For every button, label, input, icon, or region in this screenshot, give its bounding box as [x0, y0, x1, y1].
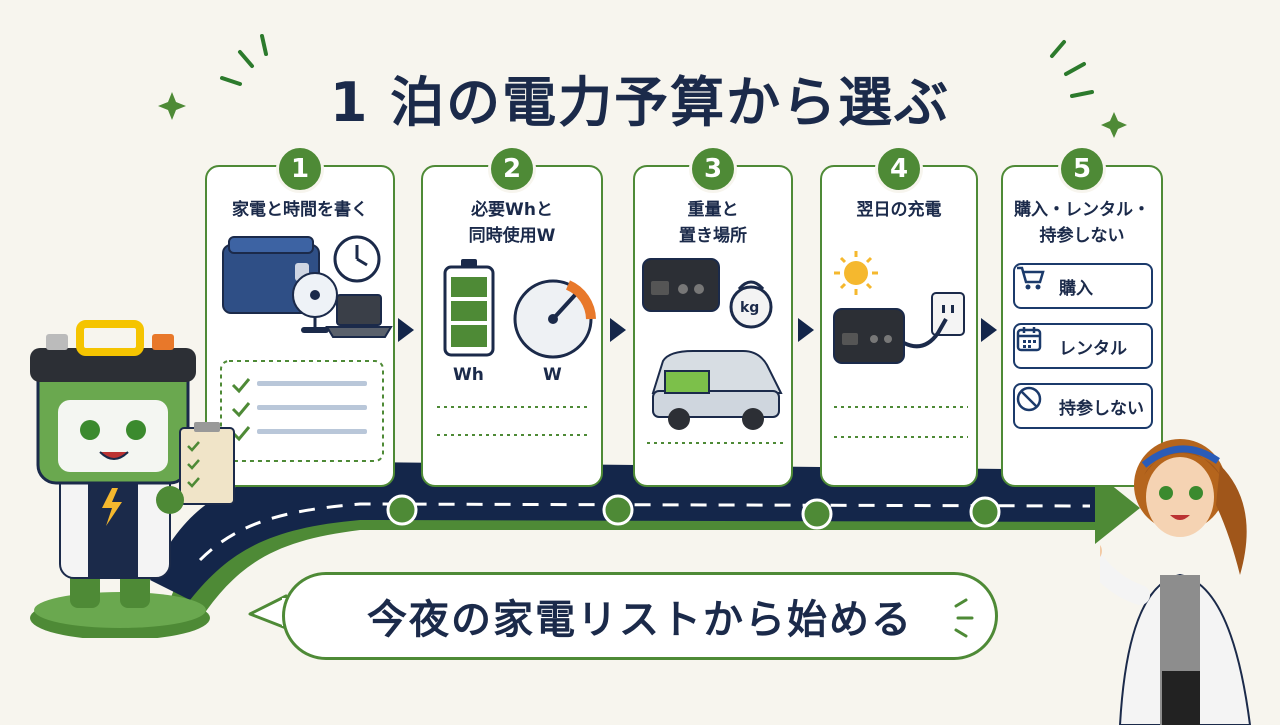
step-label: 家電と時間を書く: [232, 200, 368, 220]
callout-bubble: 今夜の家電リストから始める: [282, 572, 998, 660]
no-sign-icon: [1015, 385, 1059, 427]
option-not-bring: 持参しない: [1013, 383, 1153, 429]
step-1-illustration: [220, 235, 393, 462]
power-cable: [903, 318, 948, 349]
power-station-icon: [642, 258, 720, 312]
sun-icon: [834, 251, 878, 295]
wh-unit-label: Wh: [453, 365, 484, 385]
page-title: 1 泊の電力予算から選ぶ: [329, 71, 951, 134]
bubble-burst-lines: [954, 598, 974, 638]
power-station-icon: [833, 308, 905, 364]
w-unit-label: W: [543, 365, 562, 385]
step-label: 必要Whと 同時使用W: [468, 200, 556, 246]
option-purchase: 購入: [1013, 263, 1153, 309]
step-number-badge: 4: [875, 145, 923, 193]
scientist-character-illustration: [1100, 439, 1252, 725]
step-number-badge: 1: [276, 145, 324, 193]
option-label: 持参しない: [1059, 398, 1144, 419]
sparkles: [158, 92, 1127, 138]
calendar-icon: [1015, 325, 1059, 367]
car-icon: [651, 350, 783, 430]
step-card-1: 1 家電と時間を書く: [205, 145, 395, 487]
step-label: 重量と 置き場所: [679, 200, 747, 246]
option-label: 購入: [1059, 278, 1093, 299]
step-label: 翌日の充電: [856, 200, 942, 220]
step-card-3: 3 重量と 置き場所 kg: [633, 145, 793, 487]
laptop-icon: [325, 294, 393, 338]
step-card-4: 4 翌日の充電: [820, 145, 978, 487]
battery-icon: [443, 259, 495, 357]
option-rental: レンタル: [1013, 323, 1153, 369]
checklist-box: [220, 360, 384, 462]
step-label: 購入・レンタル・ 持参しない: [1014, 200, 1150, 246]
fan-icon: [292, 272, 338, 333]
step-number-badge: 2: [488, 145, 536, 193]
step-4-illustration: [833, 251, 968, 438]
step-number-badge: 5: [1058, 145, 1106, 193]
step-number-badge: 3: [689, 145, 737, 193]
step-card-2: 2 必要Whと 同時使用W Wh W: [421, 145, 603, 487]
checklist-rows: [231, 378, 367, 442]
step-2-illustration: [437, 259, 596, 436]
step-card-5: 5 購入・レンタル・ 持参しない 購入 レンタル 持参しない: [1001, 145, 1163, 487]
cart-icon: [1015, 265, 1059, 307]
option-label: レンタル: [1059, 338, 1127, 359]
wall-outlet-icon: [931, 292, 965, 336]
clock-icon: [333, 235, 381, 283]
step-3-illustration: [642, 258, 783, 444]
flow-arrows: [398, 318, 997, 342]
burst-lines: [220, 34, 1094, 98]
battery-mascot-illustration: [30, 320, 235, 638]
scale-icon: [729, 280, 773, 329]
gauge-meter-icon: [513, 279, 596, 359]
scale-unit-label: kg: [740, 300, 760, 316]
road-milestones: [386, 494, 1001, 530]
